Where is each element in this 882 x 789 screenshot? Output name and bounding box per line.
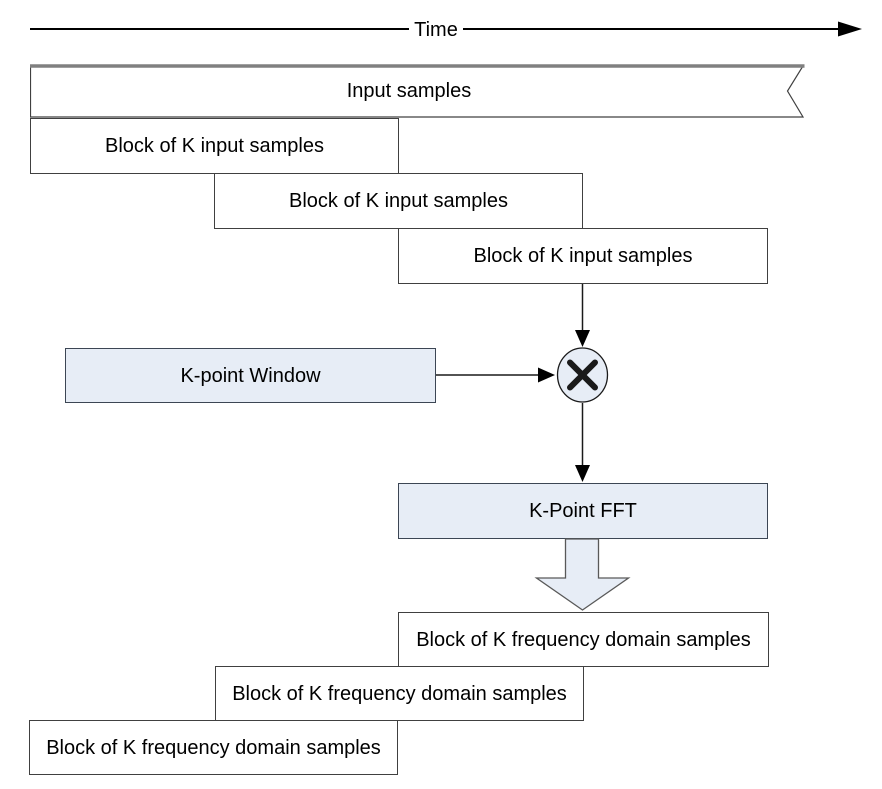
arrow-block-to-multiplier <box>575 284 590 347</box>
output-block-3: Block of K frequency domain samples <box>29 720 398 775</box>
arrow-window-to-multiplier <box>436 367 555 383</box>
time-axis-label: Time <box>414 19 458 41</box>
down-arrowhead-icon <box>575 330 590 347</box>
input-block-2: Block of K input samples <box>214 173 583 229</box>
input-block-1-label: Block of K input samples <box>105 135 324 157</box>
fft-box-label: K-Point FFT <box>529 500 637 522</box>
output-block-2-label: Block of K frequency domain samples <box>232 682 567 705</box>
multiply-icon <box>556 347 609 403</box>
output-block-3-label: Block of K frequency domain samples <box>46 736 381 759</box>
input-block-3: Block of K input samples <box>398 228 768 284</box>
arrow-multiplier-to-fft <box>575 403 590 482</box>
window-box-label: K-point Window <box>180 364 321 387</box>
output-block-1: Block of K frequency domain samples <box>398 612 769 667</box>
input-block-3-label: Block of K input samples <box>473 245 693 267</box>
input-block-2-label: Block of K input samples <box>289 190 508 212</box>
time-arrowhead-icon <box>838 21 862 37</box>
fft-box: K-Point FFT <box>398 483 768 539</box>
right-arrowhead-icon <box>538 367 555 383</box>
down-arrowhead-icon <box>575 465 590 482</box>
output-block-2: Block of K frequency domain samples <box>215 666 584 721</box>
output-block-1-label: Block of K frequency domain samples <box>416 628 751 651</box>
input-samples-stream: Input samples <box>30 64 806 119</box>
input-block-1: Block of K input samples <box>30 118 399 174</box>
input-samples-shape <box>30 64 805 118</box>
time-axis: Time <box>30 19 862 41</box>
input-samples-label: Input samples <box>346 80 472 102</box>
window-box: K-point Window <box>65 348 436 403</box>
block-arrow-icon <box>534 538 631 611</box>
